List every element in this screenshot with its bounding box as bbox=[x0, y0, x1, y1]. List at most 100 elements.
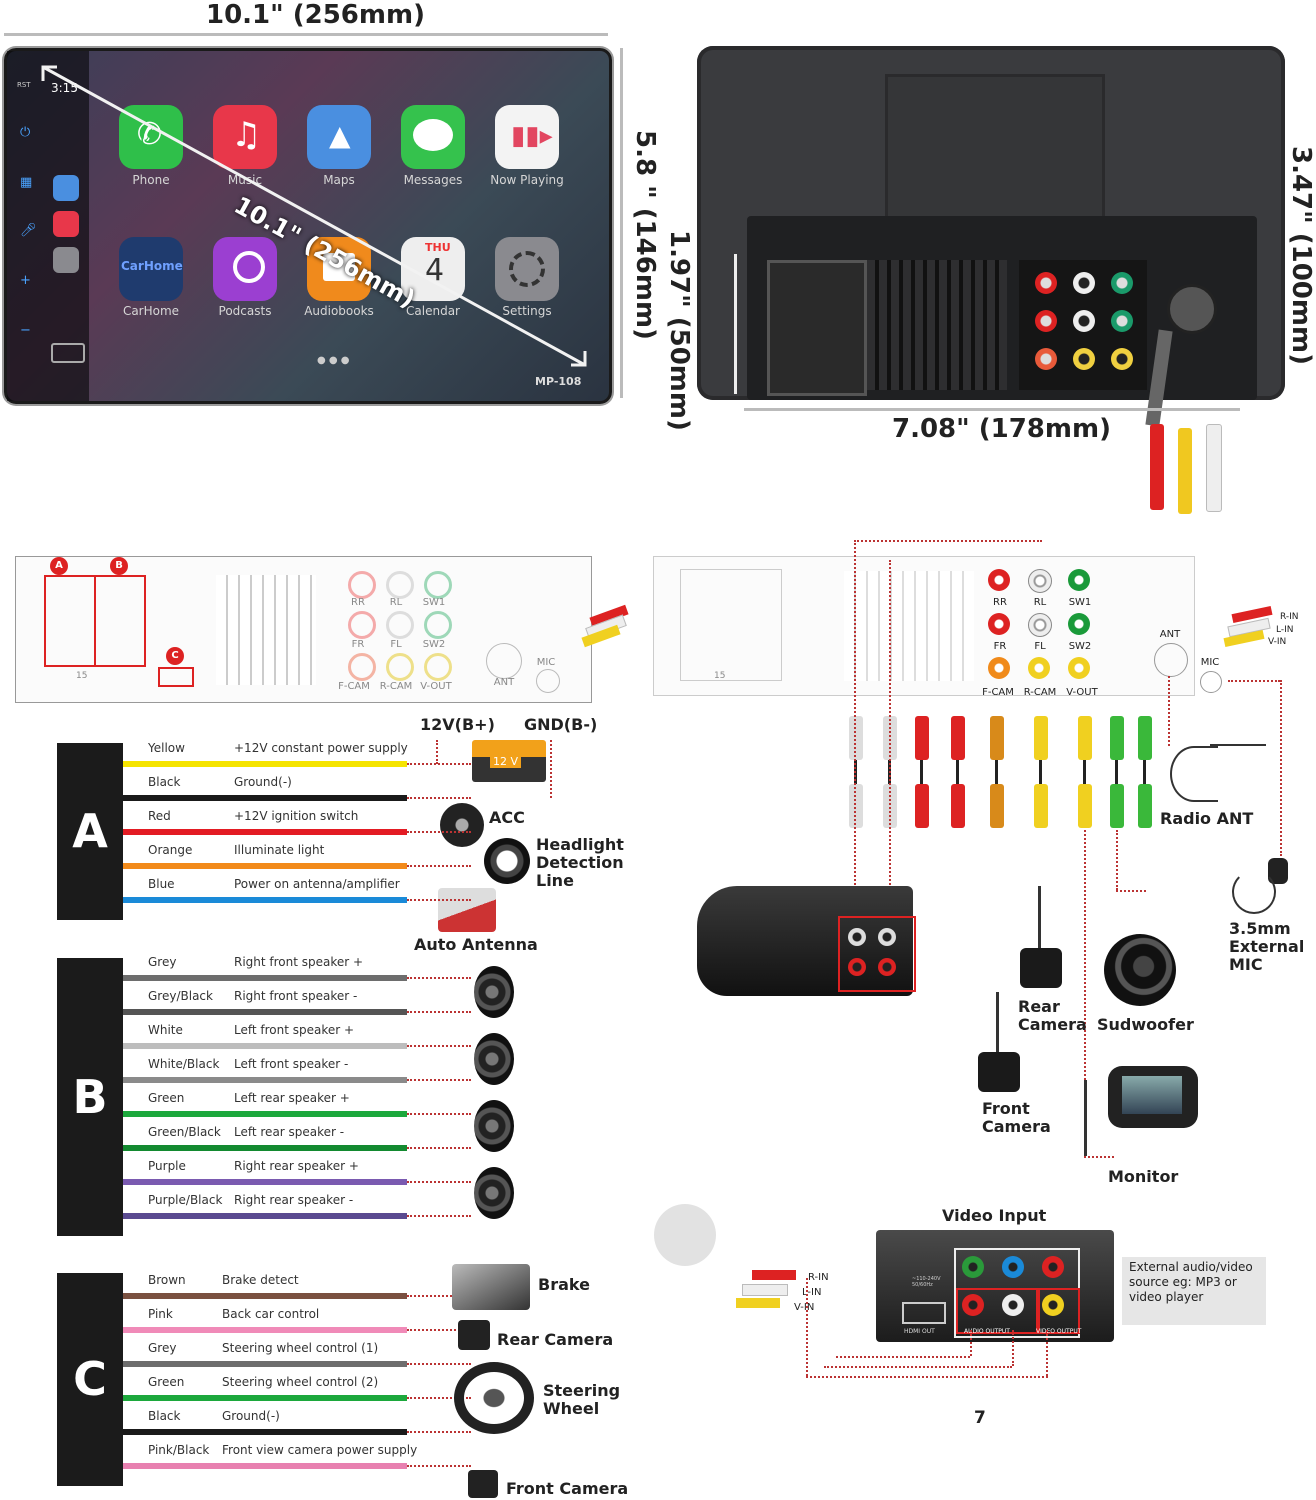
volume-up-icon[interactable]: + bbox=[20, 273, 31, 288]
app-now-playing-icon[interactable]: ▮▮▸ bbox=[495, 105, 559, 169]
volume-down-icon[interactable]: − bbox=[20, 323, 31, 338]
brake-label: Brake bbox=[538, 1275, 590, 1294]
dashboard-icon[interactable] bbox=[51, 343, 85, 363]
power-icon[interactable]: ⏻ bbox=[20, 125, 31, 140]
wire-function-label: Power on antenna/amplifier bbox=[234, 877, 400, 891]
right-rca-sw1 bbox=[1068, 569, 1090, 591]
vi-link-bottom bbox=[806, 1376, 1048, 1378]
app-carhome-icon[interactable]: CarHome bbox=[119, 237, 183, 301]
white-rca-plug bbox=[1206, 424, 1222, 512]
wire-color-label: Blue bbox=[148, 877, 175, 891]
monitor-cable bbox=[1084, 1080, 1087, 1156]
wire-function-label: Right rear speaker + bbox=[234, 1159, 359, 1173]
wire-color-label: Green bbox=[148, 1375, 185, 1389]
wire-dotted-link bbox=[407, 1113, 471, 1115]
app-label: Audiobooks bbox=[304, 304, 374, 318]
music-mini-icon[interactable] bbox=[53, 211, 79, 237]
front-height-arrow bbox=[620, 48, 623, 398]
home-icon[interactable]: ▦ bbox=[20, 175, 33, 190]
iso-connector bbox=[767, 260, 867, 396]
head-unit-screen[interactable]: RST 3:15 ⏻ ▦ 🎤︎ + − ✆ ♫ ▲ ▮▮▸ Phone Musi… bbox=[4, 48, 612, 404]
app-audiobooks-icon[interactable] bbox=[307, 237, 371, 301]
rca-cable bbox=[995, 760, 998, 784]
rear-rca-vout bbox=[1111, 348, 1133, 370]
wire-dotted-link bbox=[407, 1045, 471, 1047]
mic-cable bbox=[1232, 870, 1276, 914]
app-phone-icon[interactable]: ✆ bbox=[119, 105, 183, 169]
rca-cable bbox=[956, 760, 959, 784]
heatsink bbox=[867, 260, 1007, 390]
wire-color-label: White/Black bbox=[148, 1057, 220, 1071]
wire-function-label: Right front speaker + bbox=[234, 955, 364, 969]
app-label: Settings bbox=[502, 304, 552, 318]
wire-line bbox=[123, 1145, 407, 1151]
rear-camera-cable bbox=[1038, 886, 1041, 948]
wire-color-label: Brown bbox=[148, 1273, 186, 1287]
left-rca-fl bbox=[386, 611, 414, 639]
wire-function-label: Left rear speaker - bbox=[234, 1125, 345, 1139]
wire-color-label: Black bbox=[148, 775, 181, 789]
video-output-label: VIDEO OUTPUT bbox=[1036, 1328, 1082, 1335]
wire-color-label: Green bbox=[148, 1091, 185, 1105]
battery-icon: 12 V bbox=[472, 740, 546, 782]
app-messages-icon[interactable] bbox=[401, 105, 465, 169]
vi-label: R-IN bbox=[808, 1272, 829, 1283]
wire-dotted-link bbox=[407, 763, 471, 765]
monitor-icon bbox=[1108, 1066, 1198, 1128]
app-settings-icon[interactable] bbox=[495, 237, 559, 301]
wire-dotted-link bbox=[407, 1363, 471, 1365]
mic-icon[interactable]: 🎤︎ bbox=[20, 223, 37, 238]
rca-cable bbox=[1143, 760, 1146, 784]
amp-rca bbox=[848, 958, 866, 976]
rca-plug bbox=[1110, 716, 1124, 760]
conn-c-outline bbox=[158, 667, 194, 687]
app-podcasts-icon[interactable] bbox=[213, 237, 277, 301]
wire-color-label: Green/Black bbox=[148, 1125, 221, 1139]
source-note-box bbox=[1122, 1257, 1266, 1325]
wire-dotted-link bbox=[407, 865, 471, 867]
left-rca-rr bbox=[348, 571, 376, 599]
left-rca-fcam bbox=[348, 653, 376, 681]
link-vout-bottom bbox=[1084, 1156, 1114, 1158]
maps-mini-icon[interactable] bbox=[53, 175, 79, 201]
rear-height-arrow bbox=[734, 254, 737, 394]
heatsink-sketch bbox=[216, 575, 316, 685]
vi-white-plug bbox=[742, 1284, 788, 1296]
vi-link-l bbox=[1012, 1330, 1014, 1366]
rca-label: SW2 bbox=[422, 639, 446, 650]
app-label: Podcasts bbox=[218, 304, 272, 318]
iso-a-outline bbox=[44, 575, 96, 667]
rear-rca-rcam bbox=[1073, 348, 1095, 370]
model-label: MP-108 bbox=[535, 375, 582, 388]
player-power-text: ~110-240V 50/60Hz bbox=[912, 1276, 941, 1288]
front-camera-icon bbox=[468, 1470, 498, 1498]
wire-color-label: Red bbox=[148, 809, 171, 823]
rca-label: V-OUT bbox=[1066, 687, 1098, 698]
app-maps-icon[interactable]: ▲ bbox=[307, 105, 371, 169]
left-rca-vout bbox=[424, 653, 452, 681]
left-connector-panel: A B C 15 RR RL SW1 FR FL SW2 F-CAM R-CAM… bbox=[15, 556, 629, 703]
mic-icon bbox=[1268, 858, 1288, 884]
player-video-box bbox=[1036, 1288, 1080, 1334]
rca-plug bbox=[1138, 716, 1152, 760]
brake-icon bbox=[452, 1264, 530, 1310]
rca-label: FL bbox=[1034, 641, 1046, 652]
wire-dotted-link bbox=[407, 1465, 471, 1467]
wire-dotted-link bbox=[407, 1431, 471, 1433]
wire-function-label: Right rear speaker - bbox=[234, 1193, 354, 1207]
player-rca bbox=[1042, 1294, 1064, 1316]
rca-label: FR bbox=[351, 639, 365, 650]
podcast-mini-icon[interactable] bbox=[53, 247, 79, 273]
wire-function-label: +12V ignition switch bbox=[234, 809, 359, 823]
rca-plug bbox=[951, 784, 965, 828]
app-music-icon[interactable]: ♫ bbox=[213, 105, 277, 169]
video-input-title: Video Input bbox=[942, 1206, 1047, 1225]
front-height-label: 5.8 " (146mm) bbox=[630, 130, 660, 340]
wire-color-label: Pink/Black bbox=[148, 1443, 210, 1457]
group-c-label: C bbox=[57, 1273, 123, 1486]
iso-outline bbox=[680, 569, 782, 681]
mic-label: 3.5mm External MIC bbox=[1229, 919, 1305, 974]
rca-label: R-CAM bbox=[1023, 687, 1057, 698]
player-rca bbox=[1002, 1256, 1024, 1278]
front-width-label: 10.1" (256mm) bbox=[206, 0, 425, 30]
